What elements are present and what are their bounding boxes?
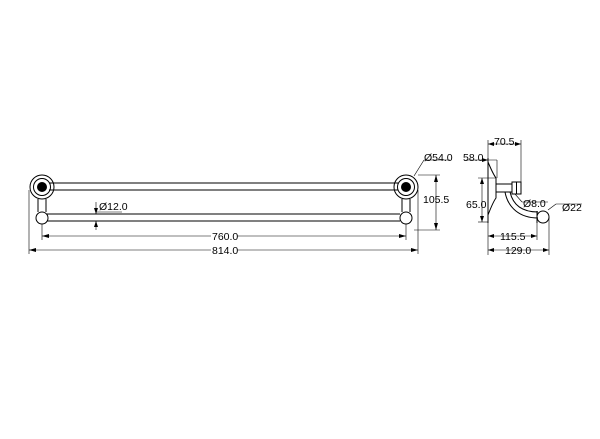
arrowhead	[488, 248, 494, 252]
dim-lower-bar-diameter: Ø22	[547, 202, 582, 214]
leader-line	[514, 193, 523, 203]
right-bracket-rosette-mid	[397, 178, 415, 196]
dim-bracket-width: 58.0	[463, 152, 498, 178]
leader-line	[413, 159, 425, 177]
bracket-width-label: 58.0	[463, 152, 484, 164]
dim-lower-depth: 115.5	[487, 223, 538, 255]
bar-length-label: 760.0	[212, 231, 238, 243]
arrowhead	[515, 142, 521, 146]
leader-line	[547, 203, 557, 211]
left-bracket-rosette-mid	[33, 178, 51, 196]
arrowhead	[411, 248, 418, 252]
overall-depth-label: 129.0	[505, 245, 531, 257]
side-top-width-label: 70.5	[494, 136, 515, 148]
bracket-base-profile	[487, 161, 497, 216]
arrowhead	[480, 216, 484, 222]
right-bracket-rosette-outer	[393, 174, 419, 200]
dim-overall-length: 814.0	[28, 190, 419, 257]
right-bar-end-cap	[399, 211, 413, 225]
arrowhead	[399, 234, 406, 238]
arrowhead	[531, 234, 537, 238]
arrowhead	[94, 208, 98, 214]
lower-bar-end	[536, 210, 550, 224]
dim-bracket-diameter: Ø54.0	[413, 152, 453, 177]
bracket-diameter-label: Ø54.0	[424, 152, 453, 164]
front-view: Ø54.0 105.5 Ø12.0 760.	[28, 152, 453, 257]
right-wall-bracket	[393, 174, 419, 225]
dim-upper-rail-diameter: Ø8.0	[514, 193, 548, 210]
dim-side-top-width: 70.5	[487, 136, 522, 182]
left-bracket-rosette-outer	[29, 174, 55, 200]
lower-depth-label: 115.5	[500, 231, 526, 243]
bracket-side-height-label: 65.0	[466, 199, 487, 211]
dim-bracket-height: 105.5	[414, 174, 449, 231]
dim-bar-length: 760.0	[41, 224, 407, 243]
arrowhead	[434, 175, 438, 182]
dim-bar-diameter: Ø12.0	[94, 201, 128, 230]
bracket-height-label: 105.5	[423, 194, 449, 206]
upper-rail-diameter-label: Ø8.0	[523, 198, 546, 210]
arrowhead	[488, 142, 494, 146]
arrowhead	[94, 221, 98, 227]
overall-length-label: 814.0	[212, 245, 238, 257]
arrowhead	[29, 248, 36, 252]
left-bar-end-cap	[35, 211, 49, 225]
arrowhead	[434, 223, 438, 230]
curved-arm-inner	[509, 191, 539, 213]
curved-arm-outer	[504, 191, 539, 219]
bar-diameter-label: Ø12.0	[99, 201, 128, 213]
arrowhead	[480, 178, 484, 184]
right-bracket-rosette-core	[401, 182, 411, 192]
dim-overall-depth: 129.0	[488, 217, 550, 257]
lower-bar-diameter-label: Ø22	[562, 202, 582, 214]
left-bracket-rosette-core	[37, 182, 47, 192]
dim-bracket-side-height: 65.0	[466, 177, 496, 223]
side-view: 70.5 58.0 65.0 Ø8.0 Ø22	[463, 136, 582, 257]
arrowhead	[482, 158, 488, 162]
arrowhead	[543, 248, 549, 252]
arrowhead	[488, 234, 494, 238]
arrowhead	[42, 234, 49, 238]
left-wall-bracket	[29, 174, 55, 225]
